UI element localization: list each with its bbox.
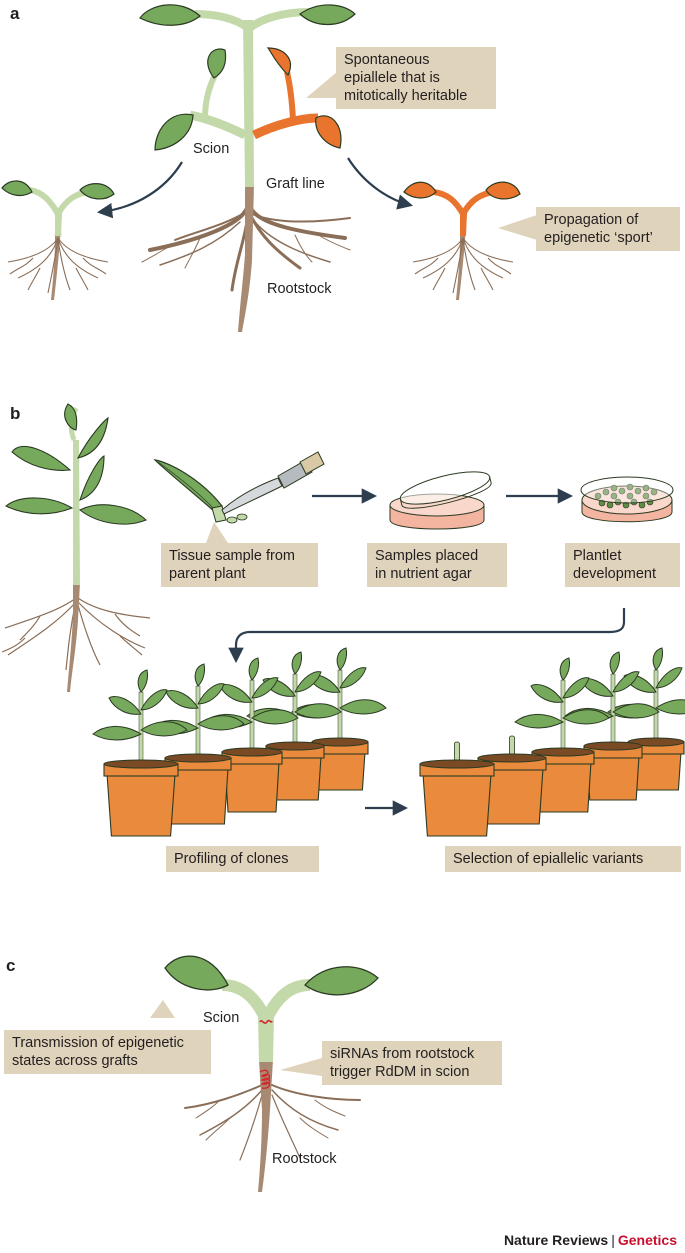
panel-letter-a: a	[10, 4, 20, 23]
panel-a-green-clone	[1, 180, 115, 300]
potted-plant-variant-2	[477, 735, 547, 825]
panel-b-pots-selection-group	[419, 647, 685, 837]
panel-a-main-plant	[139, 4, 356, 332]
panel-a-orange-sport	[403, 181, 521, 300]
callout-line: states across grafts	[12, 1053, 138, 1069]
journal-separator: |	[611, 1232, 615, 1248]
panel-a-label-scion: Scion	[193, 141, 230, 157]
panel-c-callout-sirna: siRNAs from rootstock trigger RdDM in sc…	[322, 1041, 502, 1085]
potted-plant-clone-3	[203, 657, 299, 813]
panel-b-arrow-3	[228, 608, 626, 664]
panel-b-petri-dish-plantlets	[580, 476, 674, 523]
panel-c-callout-transmission: Transmission of epigenetic states across…	[4, 1030, 211, 1074]
panel-b-scalpel	[221, 451, 325, 515]
panel-a-callout-pointer-sport	[498, 215, 537, 240]
callout-line: in nutrient agar	[375, 566, 472, 582]
panel-b-petri-dish-empty	[389, 471, 492, 530]
potted-plant-clone-5	[291, 647, 387, 791]
panel-a-arrow-right	[347, 157, 413, 210]
callout-line: Spontaneous	[344, 52, 430, 68]
panel-a-label-rootstock: Rootstock	[267, 281, 332, 297]
panel-b-tissue-sample	[153, 459, 248, 524]
potted-plant-variant-3	[514, 657, 610, 813]
panel-a-callout-sport: Propagation of epigenetic ‘sport’	[536, 207, 680, 251]
callout-line: parent plant	[169, 566, 246, 582]
potted-plant-clone-4	[246, 651, 342, 801]
callout-line: epiallele that is	[344, 70, 440, 86]
callout-line: epigenetic ‘sport’	[544, 230, 653, 246]
panel-c-label-scion: Scion	[203, 1010, 240, 1026]
panel-b-callout-profiling: Profiling of clones	[166, 846, 319, 872]
panel-c-sirna-coil-graft	[259, 1069, 271, 1089]
panel-a-callout-pointer-epiallele	[306, 72, 337, 98]
panel-letter-b: b	[10, 404, 21, 423]
callout-line: Transmission of epigenetic	[12, 1035, 184, 1051]
potted-plant-clone-1	[92, 669, 188, 837]
callout-line: trigger RdDM in scion	[330, 1064, 470, 1080]
callout-line: development	[573, 566, 657, 582]
panel-b-callout-samples: Samples placed in nutrient agar	[367, 543, 507, 587]
panel-a-arrow-left	[96, 161, 183, 219]
panel-letter-c: c	[6, 956, 16, 975]
journal-section: Genetics	[617, 1232, 677, 1248]
callout-line: Samples placed	[375, 548, 479, 564]
panel-b-callout-tissue: Tissue sample from parent plant	[161, 543, 318, 587]
panel-c-callout-pointer-sirna	[280, 1058, 322, 1076]
panel-b-callout-pointer-tissue	[206, 522, 228, 543]
journal-name: Nature Reviews	[503, 1232, 609, 1248]
panel-c-grafted-plant	[164, 955, 379, 1192]
panel-b-pots-profiling-group	[92, 647, 387, 837]
panel-c-callout-pointer-transmission	[150, 1000, 175, 1018]
journal-credit: Nature Reviews|Genetics	[504, 1232, 677, 1248]
potted-plant-variant-4	[564, 651, 660, 801]
panel-c-sirna-squiggle-scion	[259, 1019, 273, 1024]
potted-plant-variant-1	[419, 741, 495, 837]
panel-a-label-graft-line: Graft line	[266, 176, 325, 192]
callout-line: Plantlet	[573, 548, 622, 564]
panel-b-callout-selection: Selection of epiallelic variants	[445, 846, 681, 872]
callout-line: mitotically heritable	[344, 88, 468, 104]
panel-b-callout-plantlet: Plantlet development	[565, 543, 680, 587]
panel-b-parent-plant	[1, 403, 151, 692]
callout-line: Propagation of	[544, 212, 639, 228]
callout-line: Tissue sample from	[169, 548, 295, 564]
callout-line: siRNAs from rootstock	[330, 1046, 475, 1062]
panel-c-roots	[184, 1084, 361, 1161]
panel-c-label-rootstock: Rootstock	[272, 1151, 337, 1167]
panel-a-callout-epiallele: Spontaneous epiallele that is mitoticall…	[336, 47, 496, 109]
